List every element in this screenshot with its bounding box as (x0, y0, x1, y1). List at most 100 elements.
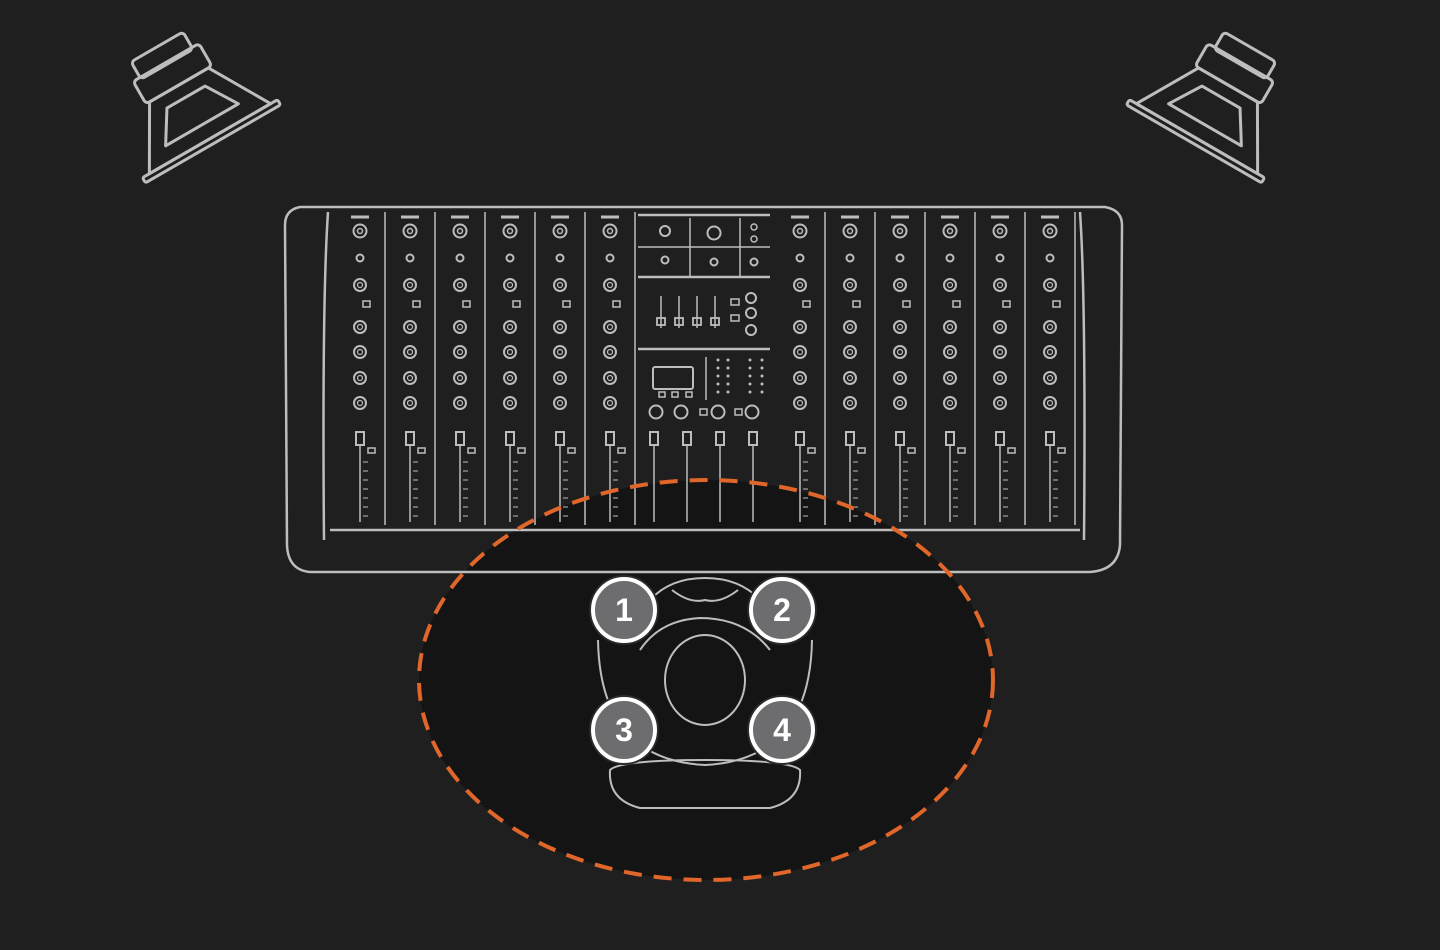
mute-led-icon (907, 447, 916, 454)
mute-led-icon (567, 447, 576, 454)
listening-position-4[interactable]: 4 (749, 697, 815, 763)
knob-icon (793, 371, 807, 385)
knob-icon (943, 345, 957, 359)
channel-strip (401, 212, 436, 525)
mute-led-icon (617, 447, 626, 454)
input-jack-icon (992, 223, 1008, 239)
group-fader-cap-icon (656, 317, 666, 326)
knob-cap (996, 374, 1004, 382)
matrix-led (716, 382, 720, 386)
master-jack-icon (706, 225, 722, 241)
knob-icon (793, 320, 807, 334)
knob-icon (993, 320, 1007, 334)
knob-cap (456, 281, 464, 289)
input-jack-center (846, 227, 854, 235)
switch-icon (405, 253, 415, 263)
led-icon (802, 300, 811, 308)
mute-led-icon (857, 447, 866, 454)
master-fader-cap-icon (715, 431, 725, 446)
knob-cap (1046, 281, 1054, 289)
knob-cap (796, 399, 804, 407)
knob-icon (403, 371, 417, 385)
matrix-led (726, 358, 730, 362)
switch-icon (605, 253, 615, 263)
group-fader-cap-icon (692, 317, 702, 326)
fader-cap-icon (795, 431, 805, 446)
knob-icon (603, 396, 617, 410)
channel-strip (1041, 212, 1076, 525)
switch-icon (895, 253, 905, 263)
knob-cap (946, 374, 954, 382)
listening-position-3[interactable]: 3 (591, 697, 657, 763)
led-icon (902, 300, 911, 308)
matrix-led (716, 358, 720, 362)
channel-strip (551, 212, 586, 525)
knob-cap (946, 399, 954, 407)
matrix-led (760, 382, 764, 386)
console-left-cheek (322, 211, 330, 541)
listening-position-2[interactable]: 2 (749, 577, 815, 643)
input-jack-icon (552, 223, 568, 239)
channel-strip (841, 212, 876, 525)
knob-cap (356, 374, 364, 382)
input-jack-icon (1042, 223, 1058, 239)
master-led-icon (730, 314, 740, 322)
master-knob-icon (744, 404, 760, 420)
master-led-icon (750, 235, 758, 243)
mute-led-icon (367, 447, 376, 454)
mute-led-icon (1057, 447, 1066, 454)
input-jack-center (896, 227, 904, 235)
knob-icon (553, 371, 567, 385)
input-jack-icon (602, 223, 618, 239)
switch-icon (455, 253, 465, 263)
knob-icon (993, 371, 1007, 385)
knob-cap (356, 323, 364, 331)
matrix-led (726, 390, 730, 394)
led-icon (612, 300, 621, 308)
master-fader-cap-icon (748, 431, 758, 446)
listening-position-1[interactable]: 1 (591, 577, 657, 643)
knob-cap (506, 281, 514, 289)
left-speaker-icon (130, 31, 282, 184)
knob-icon (603, 278, 617, 292)
channel-strip (891, 212, 926, 525)
knob-icon (503, 278, 517, 292)
input-jack-center (606, 227, 614, 235)
matrix-led (748, 366, 752, 370)
knob-icon (603, 371, 617, 385)
knob-cap (796, 323, 804, 331)
fader-cap-icon (1045, 431, 1055, 446)
input-jack-icon (402, 223, 418, 239)
knob-cap (996, 348, 1004, 356)
master-fader-cap-icon (649, 431, 659, 446)
led-icon (1002, 300, 1011, 308)
knob-cap (456, 399, 464, 407)
input-jack-icon (452, 223, 468, 239)
switch-icon (555, 253, 565, 263)
knob-icon (893, 345, 907, 359)
knob-cap (1046, 399, 1054, 407)
knob-cap (896, 323, 904, 331)
knob-cap (406, 281, 414, 289)
knob-cap (896, 374, 904, 382)
input-jack-icon (942, 223, 958, 239)
matrix-led (748, 374, 752, 378)
fader-cap-icon (405, 431, 415, 446)
master-knob-icon (745, 292, 757, 304)
knob-icon (453, 371, 467, 385)
knob-icon (403, 278, 417, 292)
knob-icon (843, 320, 857, 334)
listening-zone-outline (417, 478, 995, 882)
matrix-led (748, 390, 752, 394)
input-jack-center (456, 227, 464, 235)
knob-icon (893, 396, 907, 410)
mute-led-icon (807, 447, 816, 454)
fader-cap-icon (995, 431, 1005, 446)
knob-icon (793, 278, 807, 292)
knob-cap (506, 399, 514, 407)
input-jack-icon (352, 223, 368, 239)
master-knob-icon (659, 225, 671, 237)
led-icon (462, 300, 471, 308)
knob-cap (556, 323, 564, 331)
knob-cap (896, 399, 904, 407)
